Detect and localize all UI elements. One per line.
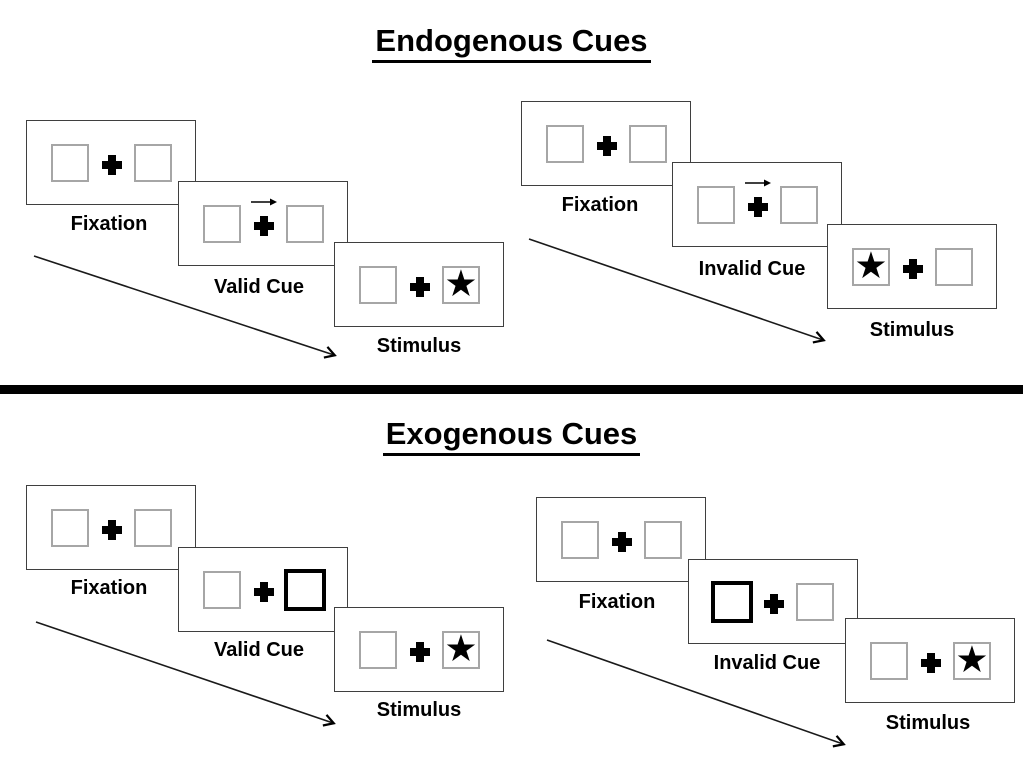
fixation-label: Fixation	[578, 591, 656, 613]
right-box	[134, 144, 172, 182]
star-target-icon: ★	[444, 626, 478, 670]
fixation-cross-icon	[921, 653, 941, 673]
right-box	[286, 205, 324, 243]
valid-cue-panel	[178, 181, 348, 266]
fixation-cross-icon	[102, 520, 122, 540]
left-box	[203, 205, 241, 243]
fixation-panel	[536, 497, 706, 582]
section-divider	[0, 385, 1023, 394]
highlighted-cue-box	[284, 569, 326, 611]
left-box	[870, 642, 908, 680]
section-title-exogenous: Exogenous Cues	[0, 416, 1023, 456]
stimulus-label: Stimulus	[376, 335, 462, 357]
fixation-panel	[521, 101, 691, 186]
fixation-cross-icon	[410, 277, 430, 297]
cue-right-arrow-icon	[745, 179, 771, 187]
section-title-endogenous-text: Endogenous Cues	[372, 23, 651, 63]
fixation-label: Fixation	[70, 213, 148, 235]
stimulus-panel: ★	[845, 618, 1015, 703]
fixation-panel	[26, 120, 196, 205]
fixation-cross-icon	[254, 216, 274, 236]
cue-right-arrow-icon	[251, 198, 277, 206]
star-target-icon: ★	[955, 637, 989, 681]
right-box-with-target: ★	[442, 626, 480, 670]
stimulus-label: Stimulus	[885, 712, 971, 734]
fixation-cross-icon	[612, 532, 632, 552]
invalid-cue-panel	[688, 559, 858, 644]
section-title-endogenous: Endogenous Cues	[0, 23, 1023, 63]
valid-cue-label: Valid Cue	[213, 276, 305, 298]
left-box	[546, 125, 584, 163]
stimulus-label: Stimulus	[376, 699, 462, 721]
left-box	[51, 144, 89, 182]
fixation-cross-icon	[764, 594, 784, 614]
sequence-arrow-icon	[528, 238, 826, 344]
star-target-icon: ★	[444, 261, 478, 305]
stimulus-panel: ★	[334, 242, 504, 327]
left-box	[51, 509, 89, 547]
invalid-cue-label: Invalid Cue	[713, 652, 821, 674]
stimulus-panel: ★	[334, 607, 504, 692]
fixation-cross-icon	[102, 155, 122, 175]
right-box-with-target: ★	[442, 261, 480, 305]
left-box	[359, 631, 397, 669]
fixation-cross-icon	[597, 136, 617, 156]
sequence-arrow-icon	[35, 621, 336, 727]
fixation-label: Fixation	[70, 577, 148, 599]
highlighted-cue-box	[711, 581, 753, 623]
left-box	[203, 571, 241, 609]
sequence-arrow-icon	[33, 255, 337, 359]
section-title-exogenous-text: Exogenous Cues	[382, 416, 641, 456]
invalid-cue-panel	[672, 162, 842, 247]
right-box	[780, 186, 818, 224]
invalid-cue-label: Invalid Cue	[698, 258, 806, 280]
fixation-cross-icon	[410, 642, 430, 662]
star-target-icon: ★	[854, 243, 888, 287]
left-box-with-target: ★	[852, 243, 890, 287]
valid-cue-label: Valid Cue	[213, 639, 305, 661]
fixation-panel	[26, 485, 196, 570]
stimulus-label: Stimulus	[869, 319, 955, 341]
stimulus-panel: ★	[827, 224, 997, 309]
right-box-with-target: ★	[953, 637, 991, 681]
right-box	[134, 509, 172, 547]
left-box	[359, 266, 397, 304]
right-box	[644, 521, 682, 559]
fixation-cross-icon	[748, 197, 768, 217]
left-box	[697, 186, 735, 224]
left-box	[561, 521, 599, 559]
right-box	[935, 248, 973, 286]
fixation-cross-icon	[903, 259, 923, 279]
right-box	[796, 583, 834, 621]
fixation-cross-icon	[254, 582, 274, 602]
valid-cue-panel	[178, 547, 348, 632]
sequence-arrow-icon	[546, 639, 846, 748]
fixation-label: Fixation	[561, 194, 639, 216]
right-box	[629, 125, 667, 163]
